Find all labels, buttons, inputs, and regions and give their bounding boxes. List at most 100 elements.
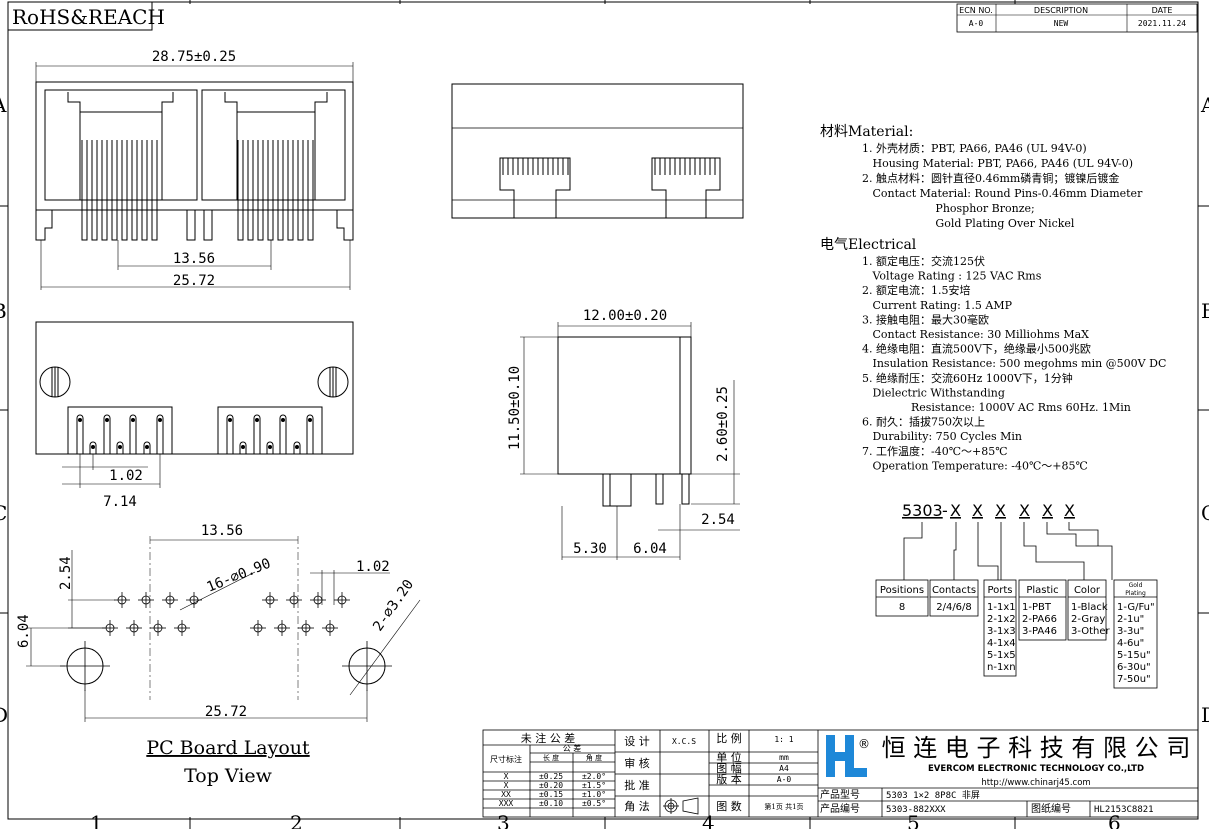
code-box-item: 5-15u" <box>1117 650 1151 661</box>
note-line: Contact Material: Round Pins-0.46mm Diam… <box>862 187 1143 200</box>
bottom-pin <box>143 441 151 454</box>
bottom-pin-tip <box>241 445 245 449</box>
bottom-pin-tip <box>308 418 312 422</box>
drawing-value: HL2153C8821 <box>1094 805 1154 815</box>
dim-post-span: 25.72 <box>205 704 247 720</box>
part-x-1: X <box>950 501 961 520</box>
note-line: Insulation Resistance: 500 megohms min @… <box>862 357 1166 370</box>
size-value: A4 <box>779 764 789 773</box>
dim-side-b: 6.04 <box>633 541 667 557</box>
front-pin <box>131 140 138 241</box>
code-box-title: Color <box>1074 585 1101 596</box>
code-box-item: 3-1x3 <box>987 626 1016 637</box>
dim-overall-width: 28.75±0.25 <box>152 49 236 65</box>
part-x-5: X <box>1042 501 1053 520</box>
zone-label-3: 3 <box>497 811 510 829</box>
company-name-en: EVERCOM ELECTRONIC TECHNOLOGY CO.,LTD <box>928 764 1144 774</box>
code-box <box>1067 579 1107 641</box>
revision-header-description: DESCRIPTION <box>1034 6 1088 15</box>
code-box-title: Contacts <box>932 585 976 596</box>
zone-label-1: 1 <box>90 811 103 829</box>
note-line: 2. 触点材料：圆针直径0.46mm磷青铜；镀镍后镀金 <box>862 171 1119 185</box>
note-line: 1. 外壳材质：PBT, PA66, PA46 (UL 94V-0) <box>862 141 1087 155</box>
bottom-pin <box>103 414 111 454</box>
code-box-item: 2-Gray <box>1071 614 1105 625</box>
revision-ecn: A-0 <box>969 19 984 28</box>
front-pin <box>151 140 158 241</box>
note-line: 4. 绝缘电阻：直流500V下，绝缘最小500兆欧 <box>862 342 1091 356</box>
code-box-title: Gold <box>1129 582 1143 589</box>
code-box-title: Positions <box>880 585 924 596</box>
note-line: 6. 耐久：插拔750次以上 <box>862 415 985 429</box>
tolerance-head: 公 差 <box>563 743 582 753</box>
bottom-pin <box>226 414 234 454</box>
bottom-pin-tip <box>158 418 162 422</box>
projection-symbol-icon <box>663 797 699 815</box>
unit-label: 单 位 <box>716 750 742 764</box>
front-pin <box>141 140 148 241</box>
note-line: 1. 额定电压：交流125伏 <box>862 254 985 268</box>
side-view <box>520 322 740 560</box>
bottom-pin-tip <box>145 445 149 449</box>
model-label: 产品型号 <box>820 788 860 801</box>
bottom-pin <box>156 414 164 454</box>
dim-pcb-span: 13.56 <box>201 523 243 539</box>
dim-post-offset: 6.04 <box>16 614 32 648</box>
bottom-pin <box>293 441 301 454</box>
note-line: Durability: 750 Cycles Min <box>862 430 1022 443</box>
front-pin <box>81 140 88 241</box>
zone-label-2: 2 <box>290 811 303 829</box>
pcb-layout <box>26 536 421 722</box>
bottom-pin <box>306 414 314 454</box>
code-box-item: 1-1x1 <box>987 602 1016 613</box>
code-box-title: Ports <box>987 585 1012 596</box>
zone-label-d-left: D <box>0 703 8 727</box>
dim-post-holes: 2-⌀3.20 <box>370 577 417 635</box>
note-line: Phosphor Bronze; <box>862 202 1035 215</box>
part-code: 5303 - X X X X X X Positions8Contacts2/4… <box>875 501 1158 689</box>
dim-outer-span: 25.72 <box>173 273 215 289</box>
code-box-item: 5-1x5 <box>987 650 1016 661</box>
part-x-2: X <box>972 501 983 520</box>
top-view <box>451 83 744 219</box>
code-box-item: 3-PA46 <box>1022 626 1057 637</box>
dim-row-span: 7.14 <box>103 494 137 510</box>
revision-date: 2021.11.24 <box>1138 19 1186 28</box>
note-line: 7. 工作温度：-40℃～+85℃ <box>862 444 1008 458</box>
design-value: X.C.S <box>672 737 696 746</box>
title-block-text: 未 注 公 差 尺寸标注 公 差 长 度 角 度 X±0.25±2.0°X±0.… <box>490 731 1190 815</box>
zone-label-b-left: B <box>0 299 7 323</box>
part-dash: - <box>942 501 948 520</box>
bottom-pin-tip <box>228 418 232 422</box>
front-pin <box>237 140 244 241</box>
note-line: Current Rating: 1.5 AMP <box>862 299 1013 312</box>
model-value: 5303 1×2 8P8C 非屏 <box>886 789 980 801</box>
dim-inner-span: 13.56 <box>173 251 215 267</box>
title-block <box>482 729 1199 818</box>
part-x-4: X <box>1019 501 1030 520</box>
dim-body-width: 12.00±0.20 <box>583 308 667 324</box>
svg-text:RoHS&REACH: RoHS&REACH <box>12 5 165 29</box>
scale-label: 比 例 <box>716 731 742 745</box>
code-box-item: 2/4/6/8 <box>936 602 972 613</box>
note-line: Resistance: 1000V AC Rms 60Hz. 1Min <box>862 401 1131 414</box>
material-title: 材料Material: <box>820 124 913 140</box>
zone-label-4: 4 <box>702 811 715 829</box>
bottom-pin <box>239 441 247 454</box>
tolerance-length: 长 度 <box>543 753 559 762</box>
note-line: Operation Temperature: -40℃～+85℃ <box>862 459 1088 472</box>
tolerance-row-angle: ±2.0° <box>582 772 606 781</box>
zone-label-a-right: A <box>1200 93 1209 117</box>
bottom-pin <box>253 414 261 454</box>
zone-labels: 1 2 3 4 5 6 A B C D A B C D <box>0 93 1209 829</box>
front-pin <box>111 140 118 241</box>
code-box-title: Plastic <box>1026 585 1058 596</box>
front-dimensions: 28.75±0.25 13.56 25.72 <box>152 49 236 289</box>
check-label: 审 核 <box>624 756 650 770</box>
zone-label-d-right: D <box>1201 703 1209 727</box>
note-line: 3. 接触电阻：最大30毫欧 <box>862 312 989 326</box>
code-box <box>1018 579 1067 641</box>
electrical-title: 电气Electrical <box>820 237 917 253</box>
code-box <box>983 579 1017 677</box>
